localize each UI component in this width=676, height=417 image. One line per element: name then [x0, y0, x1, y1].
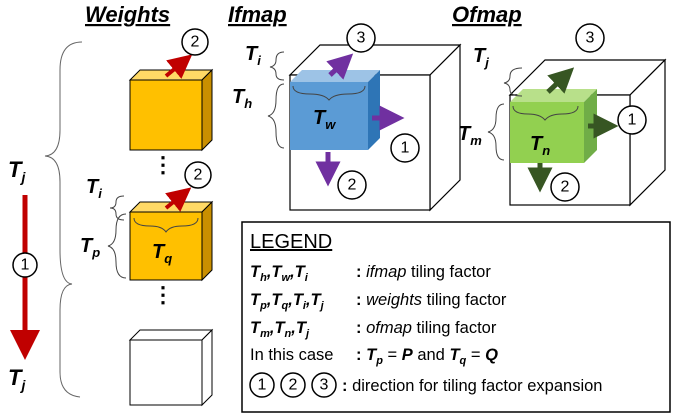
- ifmap-dir3-circle: [346, 23, 376, 53]
- legend-row4-desc: : Tp = P and Tq = Q: [356, 346, 498, 367]
- ofmap-header: Ofmap: [452, 2, 522, 27]
- ofmap-tj-brace: [503, 67, 523, 97]
- weight-ellipsis-1: ⋮: [152, 152, 174, 177]
- ifmap-dir3-number: 3: [357, 30, 366, 47]
- weight-top-arrow: [164, 54, 193, 79]
- legend-row3-desc: : ofmap tiling factor: [356, 319, 497, 337]
- ifmap-ti-brace: [269, 51, 285, 81]
- left-tj-top-label: Tj: [8, 157, 26, 185]
- ofmap-tn-label: Tn: [530, 133, 550, 158]
- weight-tp-label: Tp: [80, 235, 100, 260]
- ofmap-dir3-circle: [575, 23, 605, 53]
- left-direction-number: 1: [21, 257, 30, 274]
- weight-tp-brace: [107, 213, 127, 279]
- legend-circle-3: [311, 372, 337, 398]
- ifmap-th-label: Th: [232, 86, 252, 111]
- ofmap-tm-label: Tm: [458, 123, 482, 148]
- weight-cube-bottom: [128, 328, 214, 407]
- weight-tq-brace: [133, 217, 199, 233]
- ifmap-dir2-number: 2: [348, 177, 357, 194]
- ofmap-tj-label: Tj: [473, 45, 489, 70]
- weight-mid-dir-circle: [184, 161, 212, 189]
- ifmap-tw-brace: [292, 85, 366, 101]
- ofmap-dir1-number: 1: [628, 112, 637, 129]
- weight-ti-brace: [109, 195, 125, 221]
- ifmap-th-brace: [267, 83, 285, 149]
- legend-title: LEGEND: [250, 231, 332, 253]
- ifmap-tw-label: Tw: [313, 107, 336, 132]
- ofmap-arrow-3: [546, 67, 575, 94]
- ifmap-dir1-circle: [390, 133, 420, 163]
- weight-mid-dir-number: 2: [194, 167, 203, 184]
- legend-row3-terms: Tm,Tn,Tj: [250, 319, 310, 340]
- legend-row2-desc: : weights tiling factor: [356, 291, 507, 309]
- ofmap-tn-brace: [512, 105, 579, 121]
- ofmap-tile: [510, 89, 597, 163]
- left-tj-bottom-label: Tj: [8, 365, 26, 393]
- ifmap-tile: [290, 70, 380, 150]
- legend-row4-text: In this case: [250, 346, 333, 364]
- legend-row1-terms: Th,Tw,Ti: [250, 263, 309, 284]
- weight-ti-label: Ti: [86, 176, 102, 201]
- weights-header: Weights: [85, 2, 170, 27]
- ofmap-dir2-circle: [550, 172, 580, 202]
- ifmap-header: Ifmap: [228, 2, 287, 27]
- legend-row2-terms: Tp,Tq,Ti,Tj: [250, 291, 325, 312]
- left-brace: [44, 41, 83, 398]
- weight-ellipsis-2: ⋮: [152, 282, 174, 307]
- legend-circle-2: [280, 372, 306, 398]
- legend-circle-2-number: 2: [289, 377, 298, 394]
- ofmap-tm-brace: [487, 103, 505, 161]
- weight-cube-top: [128, 68, 214, 152]
- legend-circle-1: [249, 372, 275, 398]
- legend-circle-1-number: 1: [258, 377, 267, 394]
- ofmap-dir1-circle: [617, 105, 647, 135]
- left-direction-circle: [12, 252, 38, 278]
- legend-row1-desc: : ifmap tiling factor: [356, 263, 491, 281]
- ifmap-ti-label: Ti: [245, 43, 261, 68]
- ifmap-dir1-number: 1: [401, 140, 410, 157]
- ofmap-dir2-number: 2: [561, 179, 570, 196]
- weight-cube-mid: [128, 200, 214, 282]
- ifmap-arrow-3: [326, 53, 354, 80]
- weight-top-dir-circle: [181, 28, 209, 56]
- weight-tq-label: Tq: [152, 241, 172, 266]
- weight-top-dir-number: 2: [191, 34, 200, 51]
- ifmap-dir2-circle: [337, 170, 367, 200]
- weight-mid-arrow: [164, 187, 192, 212]
- legend-row5-desc: : direction for tiling factor expansion: [342, 377, 602, 395]
- legend-circle-3-number: 3: [320, 377, 329, 394]
- ofmap-dir3-number: 3: [586, 30, 595, 47]
